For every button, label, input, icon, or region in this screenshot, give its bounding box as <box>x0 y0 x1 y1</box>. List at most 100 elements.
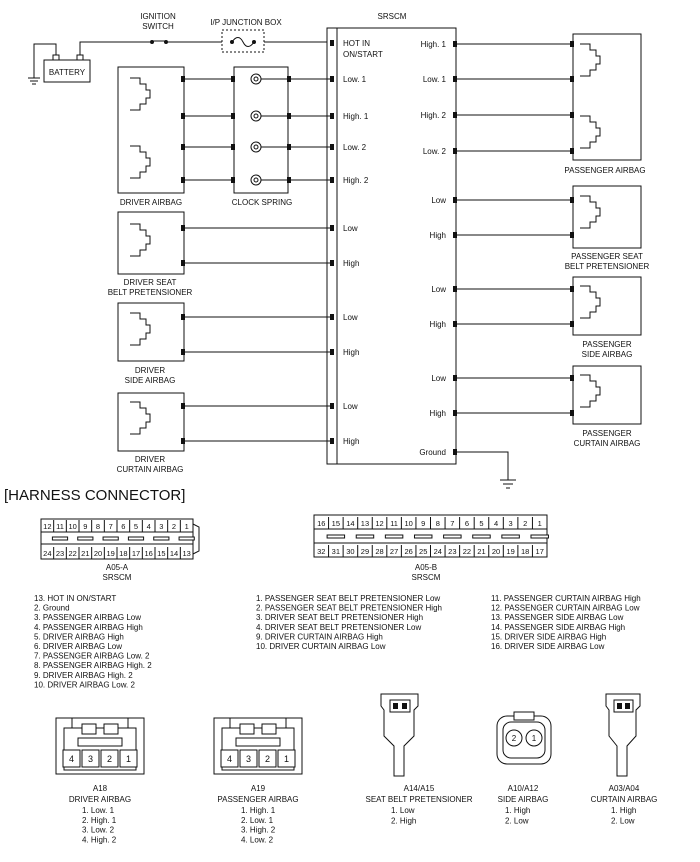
clock-spring-box <box>233 66 289 194</box>
pin-cell <box>81 749 100 768</box>
a10-sub: SIDE AIRBAG <box>498 795 549 804</box>
pin-description: 4. DRIVER SEAT BELT PRETENSIONER Low <box>256 623 421 632</box>
pin-cell <box>100 749 119 768</box>
pin-right-ground: Ground <box>419 448 446 457</box>
fuse-symbol <box>231 37 255 47</box>
driver-side-box <box>117 302 185 362</box>
pin-number: 24 <box>43 549 51 558</box>
driver-airbag-box <box>117 66 185 194</box>
pin-number: 4 <box>147 522 151 531</box>
a14-sub: SEAT BELT PRETENSIONER <box>366 795 473 804</box>
pin-description: 2. High. 1 <box>82 816 117 825</box>
harness-connector-title: [HARNESS CONNECTOR] <box>4 487 185 504</box>
ignition-switch-label-1: IGNITION <box>140 12 176 21</box>
pin-number: 29 <box>361 547 369 556</box>
cavity-key <box>102 536 119 541</box>
pin-right-high-seatbelt: High <box>430 231 446 240</box>
a10-pin-1-label: 1 <box>532 734 537 743</box>
a10-name: A10/A12 <box>508 784 539 793</box>
passenger-seatbelt-label-2: BELT PRETENSIONER <box>565 262 650 271</box>
battery-ground-wire <box>33 43 57 78</box>
junction-box-label: I/P JUNCTION BOX <box>210 18 282 27</box>
pin-number: 4 <box>494 519 498 528</box>
pin-description: 16. DRIVER SIDE AIRBAG Low <box>491 642 605 651</box>
pin-number: 17 <box>132 549 140 558</box>
driver-airbag-connector-1 <box>130 77 151 111</box>
driver-side-label-2: SIDE AIRBAG <box>125 376 176 385</box>
pin-number: 26 <box>404 547 412 556</box>
ground-wire <box>457 451 509 480</box>
srscm-inner-box <box>336 27 457 465</box>
pin-number: 9 <box>421 519 425 528</box>
a03-name: A03/A04 <box>609 784 640 793</box>
passenger-side-airbag: PASSENGER SIDE AIRBAG <box>457 276 642 359</box>
passenger-side-label-2: SIDE AIRBAG <box>582 350 633 359</box>
pin-description: 12. PASSENGER CURTAIN AIRBAG Low <box>491 604 640 613</box>
driver-airbag-label: DRIVER AIRBAG <box>120 198 182 207</box>
a10-pin-2-label: 2 <box>512 734 517 743</box>
pin-description: 9. DRIVER CURTAIN AIRBAG High <box>256 632 383 641</box>
pin-number: 18 <box>119 549 127 558</box>
cavity-key <box>178 536 195 541</box>
pin-description: 4. Low. 2 <box>241 835 274 844</box>
power-feed: IGNITION SWITCH I/P JUNCTION BOX SRSCM B… <box>28 12 407 85</box>
pin-number: 4 <box>69 754 74 764</box>
pin-number: 22 <box>68 549 76 558</box>
pin-number: 3 <box>88 754 93 764</box>
driver-seatbelt-label-2: BELT PRETENSIONER <box>108 288 193 297</box>
battery-label: BATTERY <box>49 68 86 77</box>
pin-cell <box>220 749 239 768</box>
pin-description: 6. DRIVER AIRBAG Low <box>34 642 122 651</box>
pin-number: 12 <box>375 519 383 528</box>
clock-spring-label: CLOCK SPRING <box>232 198 292 207</box>
pin-left-low-seatbelt: Low <box>343 224 358 233</box>
srscm-right-pins: High. 1 Low. 1 High. 2 Low. 2 Low High L… <box>419 40 516 489</box>
battery-feed-wire <box>79 41 150 55</box>
cavity-key <box>472 534 491 539</box>
passenger-side-label-1: PASSENGER <box>582 340 631 349</box>
pin-left-low-1: Low. 1 <box>343 75 367 84</box>
pin-right-low-side: Low <box>431 285 446 294</box>
pin-cell <box>119 749 138 768</box>
pin-number: 2 <box>107 754 112 764</box>
pin-description: 14. PASSENGER SIDE AIRBAG High <box>491 623 625 632</box>
pin-number: 11 <box>390 519 398 528</box>
pin-description: 4. PASSENGER AIRBAG High <box>34 623 143 632</box>
pin-cell <box>239 749 258 768</box>
cavity-key <box>501 534 520 539</box>
pin-number: 3 <box>509 519 513 528</box>
a14-name: A14/A15 <box>404 784 435 793</box>
pin-description: 1. High. 1 <box>241 806 276 815</box>
pin-number: 21 <box>81 549 89 558</box>
pin-left-low-2: Low. 2 <box>343 143 367 152</box>
a05a-latch <box>192 523 200 555</box>
srscm-left-pins: HOT IN ON/START Low. 1 High. 1 Low. 2 Hi… <box>330 39 383 446</box>
pin-right-high-curtain: High <box>430 409 446 418</box>
cavity-key <box>51 536 69 541</box>
pin-description: 11. PASSENGER CURTAIN AIRBAG High <box>491 594 641 603</box>
pin-number: 28 <box>375 547 383 556</box>
pin-right-high-side: High <box>430 320 446 329</box>
pin-left-high-1: High. 1 <box>343 112 369 121</box>
passenger-seat-belt-pretensioner: PASSENGER SEAT BELT PRETENSIONER <box>457 185 650 271</box>
ignition-switch-label-2: SWITCH <box>142 22 174 31</box>
pin-right-low-1: Low. 1 <box>423 75 447 84</box>
a19-name: A19 <box>251 784 266 793</box>
pin-number: 2 <box>523 519 527 528</box>
passenger-airbag-box <box>572 33 642 161</box>
driver-airbag-connector-2 <box>130 145 151 179</box>
pin-cell <box>277 749 296 768</box>
pin-number: 7 <box>109 522 113 531</box>
passenger-airbag-label: PASSENGER AIRBAG <box>564 166 645 175</box>
pin-description: 7. PASSENGER AIRBAG Low. 2 <box>34 652 150 661</box>
pin-right-low-2: Low. 2 <box>423 147 447 156</box>
a03-face <box>613 699 634 713</box>
pin-number: 11 <box>56 522 64 531</box>
a18-sub: DRIVER AIRBAG <box>69 795 131 804</box>
cavity-key <box>153 536 170 541</box>
pin-description: 2. PASSENGER SEAT BELT PRETENSIONER High <box>256 604 442 613</box>
pin-number: 20 <box>94 549 102 558</box>
